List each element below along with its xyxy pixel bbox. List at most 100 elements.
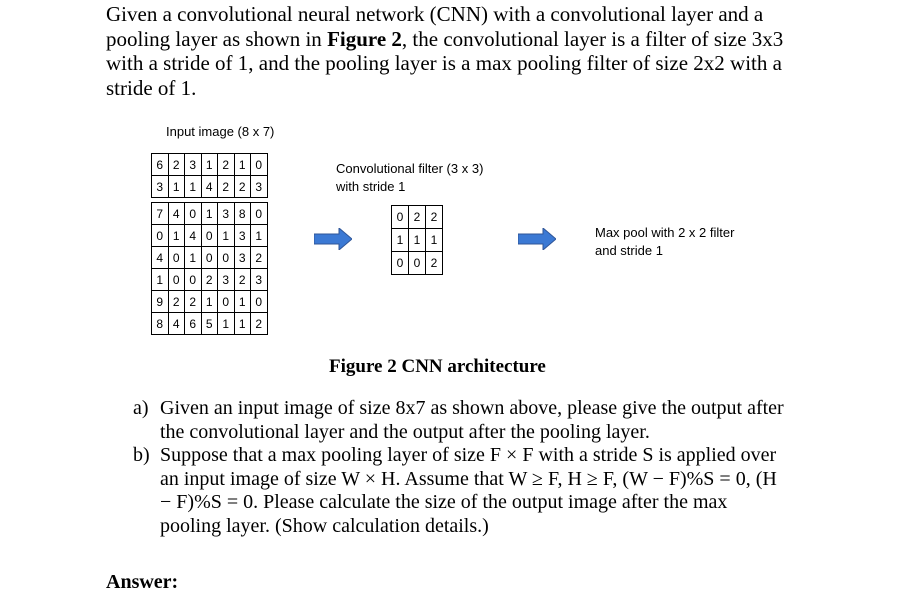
matrix-cell: 3 <box>217 202 235 225</box>
matrix-cell: 3 <box>217 268 235 291</box>
matrix-cell: 1 <box>425 228 443 252</box>
matrix-cell: 1 <box>233 153 251 176</box>
matrix-cell: 0 <box>167 268 185 291</box>
intro-text: Given a convolutional neural network (CN… <box>106 2 764 51</box>
question-text: Given an input image of size 8x7 as show… <box>160 397 784 443</box>
question-label: a) <box>133 397 149 419</box>
answer-label: Answer: <box>106 571 179 593</box>
matrix-cell: 1 <box>233 290 251 313</box>
question-item: a) Given an input image of size 8x7 as sh… <box>133 397 793 444</box>
matrix-cell: 4 <box>151 246 169 269</box>
matrix-cell: 2 <box>408 205 426 229</box>
matrix-cell: 0 <box>200 224 218 247</box>
matrix-cell: 4 <box>167 312 185 335</box>
matrix-cell: 2 <box>200 268 218 291</box>
matrix-cell: 0 <box>391 251 409 275</box>
problem-statement: Given a convolutional neural network (CN… <box>106 2 806 100</box>
matrix-cell: 2 <box>184 290 202 313</box>
question-text: Suppose that a max pooling layer of size… <box>160 444 777 537</box>
max-pool-label-line2: and stride 1 <box>595 243 663 258</box>
matrix-cell: 1 <box>167 175 185 198</box>
matrix-cell: 1 <box>217 312 235 335</box>
matrix-cell: 1 <box>200 153 218 176</box>
question-label: b) <box>133 444 150 466</box>
matrix-cell: 2 <box>217 175 235 198</box>
arrow-right-icon <box>314 228 352 250</box>
matrix-cell: 2 <box>167 153 185 176</box>
matrix-cell: 3 <box>233 246 251 269</box>
matrix-cell: 9 <box>151 290 169 313</box>
conv-filter-label: Convolutional filter (3 x 3) with stride… <box>336 160 483 196</box>
matrix-cell: 1 <box>184 246 202 269</box>
matrix-cell: 0 <box>250 290 268 313</box>
arrow-right-icon <box>518 228 556 250</box>
matrix-cell: 1 <box>167 224 185 247</box>
matrix-cell: 1 <box>217 224 235 247</box>
matrix-cell: 0 <box>391 205 409 229</box>
matrix-cell: 0 <box>184 202 202 225</box>
matrix-cell: 6 <box>151 153 169 176</box>
matrix-cell: 4 <box>167 202 185 225</box>
matrix-cell: 2 <box>217 153 235 176</box>
matrix-cell: 0 <box>408 251 426 275</box>
matrix-cell: 2 <box>250 246 268 269</box>
matrix-cell: 1 <box>233 312 251 335</box>
conv-filter-label-line1: Convolutional filter (3 x 3) <box>336 161 484 176</box>
intro-text-continued: , the convolutional layer is a filter of… <box>106 26 784 100</box>
matrix-cell: 3 <box>250 268 268 291</box>
matrix-cell: 2 <box>425 251 443 275</box>
matrix-cell: 2 <box>250 312 268 335</box>
matrix-cell: 0 <box>200 246 218 269</box>
matrix-cell: 1 <box>200 290 218 313</box>
matrix-cell: 0 <box>250 153 268 176</box>
matrix-cell: 0 <box>250 202 268 225</box>
matrix-cell: 8 <box>151 312 169 335</box>
question-item: b) Suppose that a max pooling layer of si… <box>133 444 793 538</box>
matrix-cell: 3 <box>184 153 202 176</box>
figure-reference: Figure 2 <box>327 26 402 51</box>
max-pool-label-line1: Max pool with 2 x 2 filter <box>595 225 735 240</box>
matrix-cell: 2 <box>425 205 443 229</box>
matrix-cell: 3 <box>250 175 268 198</box>
input-image-label: Input image (8 x 7) <box>166 124 275 139</box>
matrix-cell: 3 <box>233 224 251 247</box>
matrix-cell: 1 <box>200 202 218 225</box>
matrix-cell: 2 <box>233 175 251 198</box>
matrix-cell: 3 <box>151 175 169 198</box>
matrix-cell: 0 <box>167 246 185 269</box>
matrix-cell: 0 <box>151 224 169 247</box>
matrix-cell: 1 <box>391 228 409 252</box>
matrix-cell: 1 <box>250 224 268 247</box>
matrix-cell: 4 <box>200 175 218 198</box>
conv-filter-label-line2: with stride 1 <box>336 179 406 194</box>
matrix-cell: 6 <box>184 312 202 335</box>
matrix-cell: 0 <box>217 246 235 269</box>
question-list: a) Given an input image of size 8x7 as sh… <box>133 397 793 538</box>
matrix-cell: 2 <box>167 290 185 313</box>
matrix-cell: 2 <box>233 268 251 291</box>
matrix-cell: 1 <box>408 228 426 252</box>
matrix-cell: 5 <box>200 312 218 335</box>
matrix-cell: 8 <box>233 202 251 225</box>
matrix-cell: 0 <box>184 268 202 291</box>
matrix-cell: 0 <box>217 290 235 313</box>
figure-caption: Figure 2 CNN architecture <box>329 356 546 377</box>
matrix-cell: 4 <box>184 224 202 247</box>
max-pool-label: Max pool with 2 x 2 filter and stride 1 <box>595 224 734 260</box>
matrix-cell: 7 <box>151 202 169 225</box>
matrix-cell: 1 <box>184 175 202 198</box>
matrix-cell: 1 <box>151 268 169 291</box>
